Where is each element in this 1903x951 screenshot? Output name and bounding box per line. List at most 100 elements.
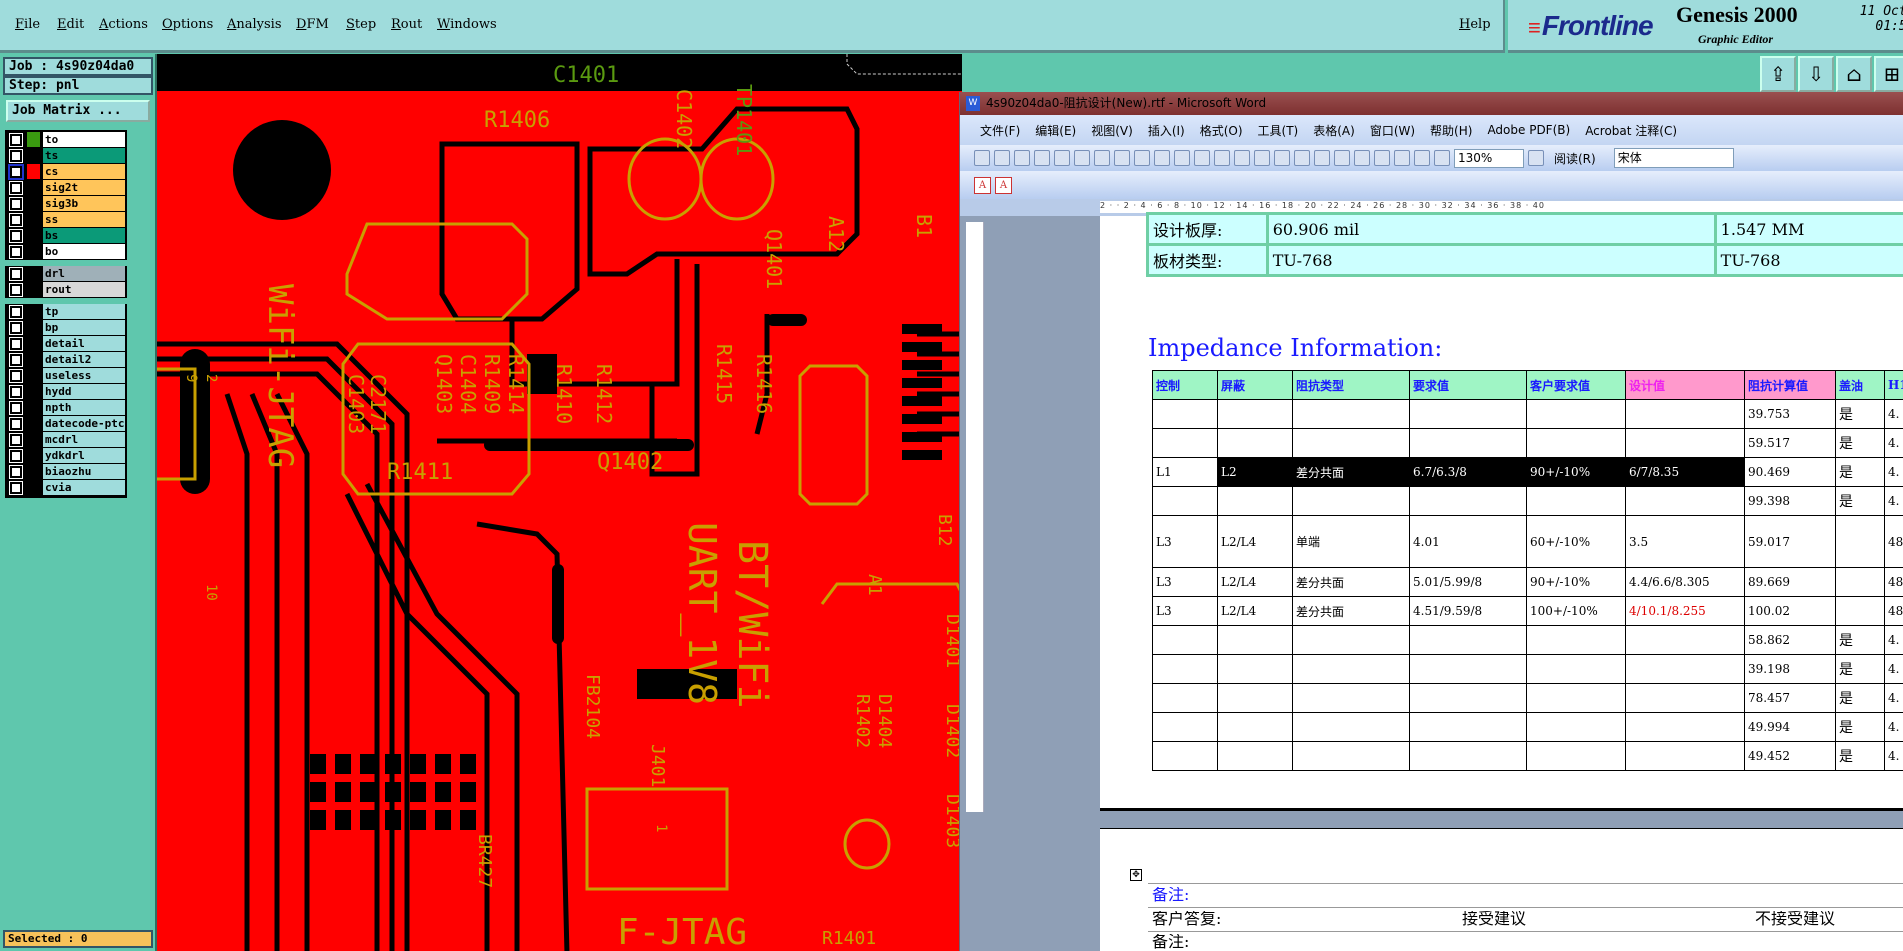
layer-checkbox[interactable] bbox=[9, 433, 23, 447]
table-cell[interactable] bbox=[1625, 428, 1745, 458]
table-cell[interactable]: 是 bbox=[1835, 428, 1885, 458]
table-cell[interactable] bbox=[1217, 741, 1293, 771]
layer-row-datecode-ptc[interactable]: datecode-ptc bbox=[7, 416, 125, 432]
word-menu-item[interactable]: 工具(T) bbox=[1257, 123, 1299, 138]
table-cell[interactable]: L2 bbox=[1217, 457, 1293, 487]
menu-help[interactable]: Help bbox=[1459, 17, 1491, 32]
layer-checkbox[interactable] bbox=[9, 385, 23, 399]
pdf-email-icon[interactable]: A bbox=[995, 176, 1012, 194]
table-cell[interactable]: 4. bbox=[1884, 712, 1903, 742]
table-move-handle-icon[interactable]: ✥ bbox=[1130, 869, 1142, 881]
table-cell[interactable] bbox=[1526, 428, 1626, 458]
email-icon[interactable] bbox=[1054, 150, 1070, 166]
show-hide-icon[interactable] bbox=[1434, 150, 1450, 166]
layer-checkbox[interactable] bbox=[9, 481, 23, 495]
cut-icon[interactable] bbox=[1174, 150, 1190, 166]
table-cell[interactable] bbox=[1152, 654, 1218, 684]
table-cell[interactable] bbox=[1409, 712, 1527, 742]
table-cell[interactable]: 100+/-10% bbox=[1526, 596, 1626, 626]
layer-row-bp[interactable]: bp bbox=[7, 320, 125, 336]
table-cell[interactable] bbox=[1292, 741, 1410, 771]
table-cell[interactable] bbox=[1292, 712, 1410, 742]
layer-row-rout[interactable]: rout bbox=[7, 282, 125, 298]
hyperlink-icon[interactable] bbox=[1294, 150, 1310, 166]
table-cell[interactable] bbox=[1526, 712, 1626, 742]
table-cell[interactable]: 是 bbox=[1835, 486, 1885, 516]
table-cell[interactable]: 单端 bbox=[1292, 515, 1410, 568]
copy-icon[interactable] bbox=[1194, 150, 1210, 166]
table-cell[interactable]: 49.452 bbox=[1744, 741, 1836, 771]
upload-icon[interactable]: ⇪ bbox=[1760, 56, 1796, 92]
layer-checkbox[interactable] bbox=[9, 283, 23, 297]
layer-row-detail[interactable]: detail bbox=[7, 336, 125, 352]
menu-options[interactable]: Options bbox=[162, 17, 214, 32]
table-cell[interactable]: 100.02 bbox=[1744, 596, 1836, 626]
table-cell[interactable]: 39.753 bbox=[1744, 399, 1836, 429]
table-cell[interactable]: 是 bbox=[1835, 712, 1885, 742]
tables-borders-icon[interactable] bbox=[1314, 150, 1330, 166]
print-preview-icon[interactable] bbox=[1094, 150, 1110, 166]
traditional-chinese-icon[interactable] bbox=[1114, 150, 1130, 166]
word-menu-item[interactable]: 帮助(H) bbox=[1430, 123, 1473, 138]
download-icon[interactable]: ⇩ bbox=[1798, 56, 1834, 92]
table-cell[interactable]: L3 bbox=[1152, 567, 1218, 597]
table-cell[interactable]: 90.469 bbox=[1744, 457, 1836, 487]
permission-icon[interactable] bbox=[1034, 150, 1050, 166]
table-cell[interactable]: 39.198 bbox=[1744, 654, 1836, 684]
table-cell[interactable] bbox=[1625, 741, 1745, 771]
table-cell[interactable]: 4. bbox=[1884, 683, 1903, 713]
layer-row-hydd[interactable]: hydd bbox=[7, 384, 125, 400]
insert-excel-icon[interactable] bbox=[1354, 150, 1370, 166]
layer-row-bs[interactable]: bs bbox=[7, 228, 125, 244]
paste-icon[interactable] bbox=[1214, 150, 1230, 166]
horizontal-ruler[interactable]: 2 · · 2 · 4 · 6 · 8 · 10 · 12 · 14 · 16 … bbox=[960, 199, 1903, 216]
table-cell[interactable] bbox=[1526, 654, 1626, 684]
layer-row-detail2[interactable]: detail2 bbox=[7, 352, 125, 368]
word-menu-item[interactable]: 格式(O) bbox=[1199, 123, 1243, 138]
home-icon[interactable]: ⌂ bbox=[1836, 56, 1872, 92]
table-cell[interactable]: 4. bbox=[1884, 654, 1903, 684]
table-cell[interactable] bbox=[1152, 428, 1218, 458]
job-matrix-button[interactable]: Job Matrix ... bbox=[6, 100, 150, 122]
table-cell[interactable]: 是 bbox=[1835, 625, 1885, 655]
table-cell[interactable]: 4.4/6.6/8.305 bbox=[1625, 567, 1745, 597]
table-cell[interactable]: 是 bbox=[1835, 741, 1885, 771]
layer-checkbox[interactable] bbox=[9, 149, 23, 163]
layer-checkbox[interactable] bbox=[9, 267, 23, 281]
menu-step[interactable]: Step bbox=[346, 17, 377, 32]
layer-checkbox[interactable] bbox=[9, 353, 23, 367]
layer-checkbox[interactable] bbox=[9, 417, 23, 431]
layer-row-bo[interactable]: bo bbox=[7, 244, 125, 260]
layer-checkbox[interactable] bbox=[9, 197, 23, 211]
table-cell[interactable] bbox=[1625, 683, 1745, 713]
zoom-select[interactable]: 130% bbox=[1454, 148, 1524, 168]
layer-row-cs[interactable]: cs bbox=[7, 164, 125, 180]
table-cell[interactable] bbox=[1409, 741, 1527, 771]
table-cell[interactable]: 差分共面 bbox=[1292, 596, 1410, 626]
word-menu-item[interactable]: Acrobat 注释(C) bbox=[1585, 123, 1678, 138]
drawing-icon[interactable] bbox=[1394, 150, 1410, 166]
table-cell[interactable] bbox=[1409, 654, 1527, 684]
layer-row-ydkdrl[interactable]: ydkdrl bbox=[7, 448, 125, 464]
table-cell[interactable] bbox=[1217, 683, 1293, 713]
table-cell[interactable] bbox=[1835, 515, 1885, 568]
table-cell[interactable] bbox=[1217, 428, 1293, 458]
layer-checkbox[interactable] bbox=[9, 321, 23, 335]
layer-row-sig2t[interactable]: sig2t bbox=[7, 180, 125, 196]
table-cell[interactable]: 89.669 bbox=[1744, 567, 1836, 597]
window-grid-icon[interactable]: ⊞ bbox=[1874, 56, 1903, 92]
layer-row-useless[interactable]: useless bbox=[7, 368, 125, 384]
table-cell[interactable] bbox=[1217, 625, 1293, 655]
table-cell[interactable]: 59.017 bbox=[1744, 515, 1836, 568]
table-cell[interactable]: L2/L4 bbox=[1217, 596, 1293, 626]
table-cell[interactable]: 4. bbox=[1884, 625, 1903, 655]
font-select[interactable]: 宋体 bbox=[1613, 148, 1734, 168]
open-icon[interactable] bbox=[994, 150, 1010, 166]
layer-checkbox[interactable] bbox=[9, 465, 23, 479]
menu-analysis[interactable]: Analysis bbox=[227, 17, 282, 32]
vertical-ruler[interactable] bbox=[966, 222, 984, 812]
word-menu-item[interactable]: 文件(F) bbox=[980, 123, 1021, 138]
table-cell[interactable] bbox=[1409, 399, 1527, 429]
menu-dfm[interactable]: DFM bbox=[296, 17, 329, 32]
